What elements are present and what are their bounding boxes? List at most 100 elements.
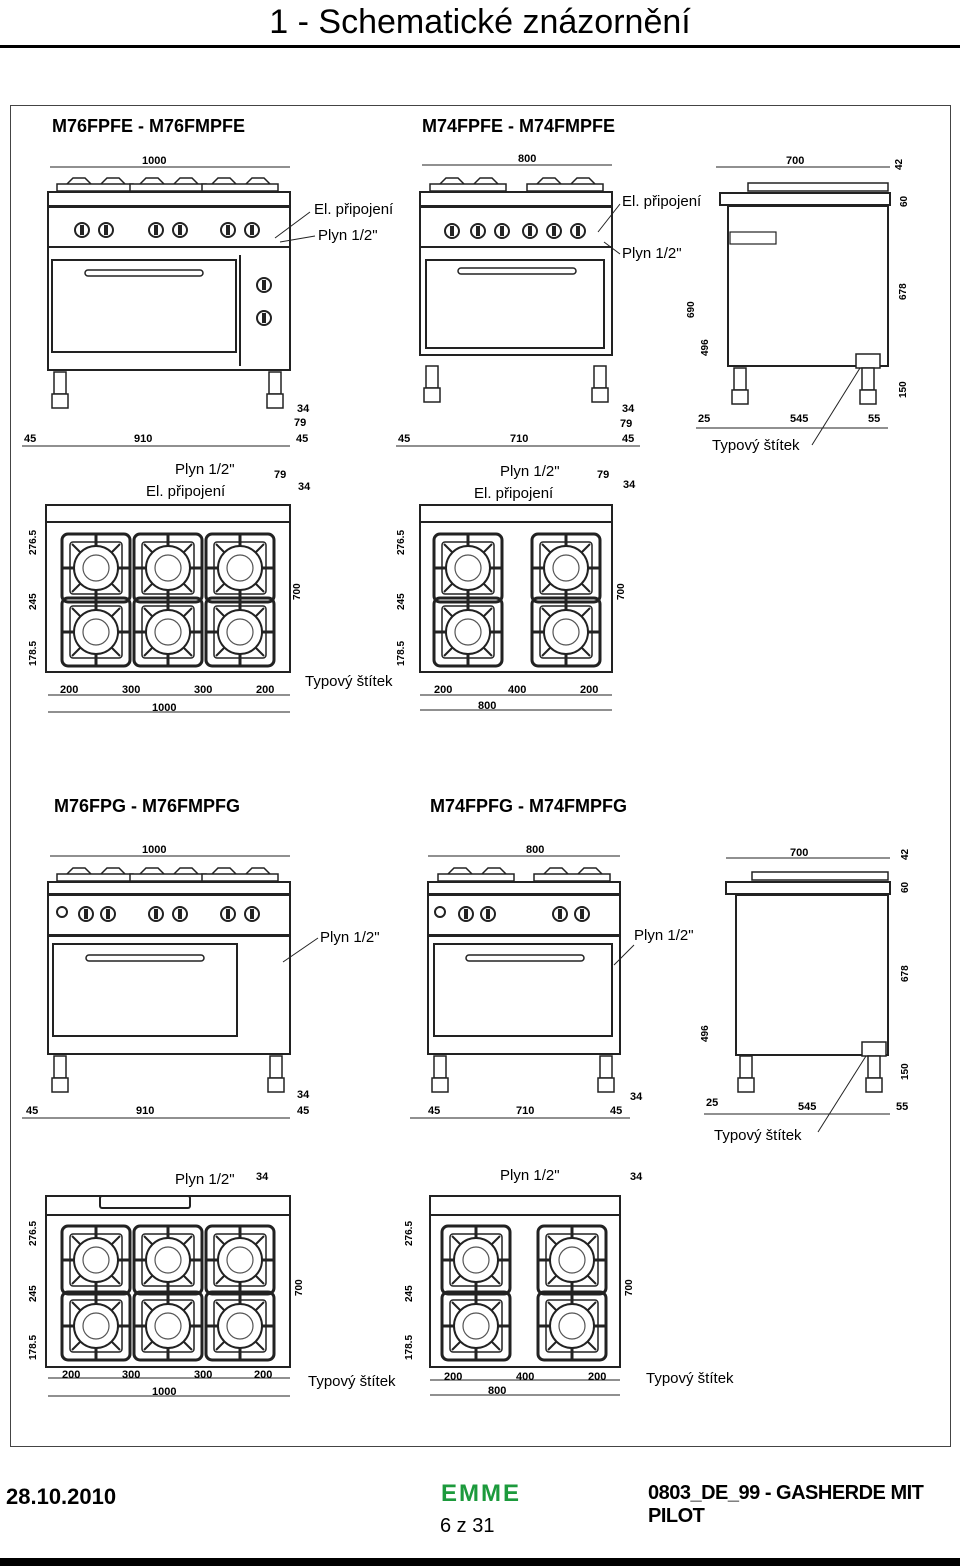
svg-text:34: 34: [298, 481, 311, 493]
svg-text:42: 42: [894, 158, 905, 170]
svg-text:710: 710: [510, 433, 528, 445]
svg-text:55: 55: [896, 1101, 908, 1113]
svg-text:45: 45: [297, 1105, 309, 1117]
svg-text:34: 34: [256, 1171, 269, 1183]
svg-text:200: 200: [444, 1371, 462, 1383]
side-view-g: 700 42 60 496 678 150 25 545 55 Typový š…: [700, 847, 911, 1144]
label-el-connection: El. připojení: [314, 201, 394, 218]
svg-text:200: 200: [434, 684, 452, 696]
svg-text:42: 42: [900, 848, 911, 860]
svg-text:200: 200: [256, 684, 274, 696]
svg-text:276.5: 276.5: [28, 530, 39, 555]
svg-text:276.5: 276.5: [404, 1221, 415, 1246]
top-view-m74e: Plyn 1/2" El. připojení 79 34 276.5 245 …: [396, 463, 636, 712]
svg-text:178.5: 178.5: [396, 641, 407, 666]
svg-text:Plyn 1/2": Plyn 1/2": [622, 245, 682, 262]
svg-text:178.5: 178.5: [28, 1335, 39, 1360]
svg-text:800: 800: [526, 844, 544, 856]
svg-text:200: 200: [62, 1369, 80, 1381]
front-view-m74g: 800 45 710 34 45 Plyn 1/2": [410, 844, 694, 1119]
svg-text:700: 700: [292, 583, 303, 600]
svg-text:1000: 1000: [142, 844, 166, 856]
svg-text:34: 34: [297, 1089, 310, 1101]
svg-text:910: 910: [136, 1105, 154, 1117]
svg-text:496: 496: [700, 1025, 711, 1042]
svg-text:300: 300: [194, 1369, 212, 1381]
svg-text:800: 800: [478, 700, 496, 712]
dim-1000: 1000: [142, 155, 166, 167]
svg-text:200: 200: [580, 684, 598, 696]
svg-text:45: 45: [622, 433, 634, 445]
svg-text:El. připojení: El. připojení: [146, 483, 226, 500]
svg-text:Plyn 1/2": Plyn 1/2": [500, 463, 560, 480]
svg-text:Typový štítek: Typový štítek: [308, 1373, 396, 1390]
svg-text:34: 34: [623, 479, 636, 491]
svg-text:Typový štítek: Typový štítek: [646, 1370, 734, 1387]
svg-text:800: 800: [488, 1385, 506, 1397]
svg-text:178.5: 178.5: [28, 641, 39, 666]
svg-text:Typový štítek: Typový štítek: [712, 437, 800, 454]
svg-text:700: 700: [790, 847, 808, 859]
svg-text:60: 60: [900, 881, 911, 893]
side-view-e: 700 42 60 690 496 678 150 25 545 55 Typo…: [686, 155, 910, 454]
svg-text:Typový štítek: Typový štítek: [714, 1127, 802, 1144]
svg-text:79: 79: [274, 469, 286, 481]
svg-text:150: 150: [898, 381, 909, 398]
front-view-m76e: 1000 45 910 34 79 45 El. připojení Plyn …: [22, 155, 394, 447]
label-gas: Plyn 1/2": [318, 227, 378, 244]
svg-text:34: 34: [630, 1171, 643, 1183]
svg-text:Plyn 1/2": Plyn 1/2": [175, 461, 235, 478]
top-view-m74g: Plyn 1/2" 34 276.5 245 178.5 700 200 400…: [404, 1167, 734, 1397]
svg-text:300: 300: [194, 684, 212, 696]
drawing-frame: [10, 105, 951, 1447]
svg-text:200: 200: [60, 684, 78, 696]
svg-text:60: 60: [899, 195, 910, 207]
model-title-m74e: M74FPFE - M74FMPFE: [422, 116, 615, 136]
svg-text:245: 245: [28, 1285, 39, 1302]
svg-text:400: 400: [516, 1371, 534, 1383]
svg-text:25: 25: [698, 413, 710, 425]
svg-text:700: 700: [294, 1279, 305, 1296]
top-view-m76g: Plyn 1/2" 34 276.5 245 178.5 700 200 300…: [28, 1171, 396, 1398]
svg-text:300: 300: [122, 1369, 140, 1381]
svg-text:1000: 1000: [152, 702, 176, 714]
front-view-m74e: 800 45 710 34 79 45 El. připojení Plyn 1…: [396, 153, 702, 447]
svg-text:700: 700: [624, 1279, 635, 1296]
emme-logo: EMME: [441, 1480, 521, 1504]
model-title-m76g: M76FPG - M76FMPFG: [54, 796, 240, 816]
svg-text:45: 45: [610, 1105, 622, 1117]
svg-text:276.5: 276.5: [396, 530, 407, 555]
svg-text:245: 245: [28, 593, 39, 610]
footer-divider: [0, 1558, 960, 1566]
title-divider: [0, 45, 960, 48]
svg-text:690: 690: [686, 301, 697, 318]
dim-45: 45: [24, 433, 36, 445]
svg-text:EMME: EMME: [441, 1480, 521, 1504]
dim-79: 79: [294, 417, 306, 429]
page-title: 1 - Schematické znázornění: [269, 3, 691, 41]
svg-text:545: 545: [798, 1101, 816, 1113]
svg-text:710: 710: [516, 1105, 534, 1117]
svg-text:150: 150: [900, 1063, 911, 1080]
model-title-m76e: M76FPFE - M76FMPFE: [52, 116, 245, 136]
svg-text:45: 45: [428, 1105, 440, 1117]
svg-text:300: 300: [122, 684, 140, 696]
svg-text:496: 496: [700, 339, 711, 356]
svg-text:545: 545: [790, 413, 808, 425]
svg-text:34: 34: [622, 403, 635, 415]
svg-text:25: 25: [706, 1097, 718, 1109]
svg-text:Plyn 1/2": Plyn 1/2": [320, 929, 380, 946]
model-title-m74g: M74FPFG - M74FMPFG: [430, 796, 627, 816]
svg-text:178.5: 178.5: [404, 1335, 415, 1360]
front-view-m76g: 1000 45 910 34 45 Plyn 1/2": [22, 844, 380, 1119]
svg-text:700: 700: [616, 583, 627, 600]
svg-text:34: 34: [630, 1091, 643, 1103]
svg-text:Typový štítek: Typový štítek: [305, 673, 393, 690]
svg-text:678: 678: [900, 965, 911, 982]
svg-text:79: 79: [620, 418, 632, 430]
svg-text:Plyn 1/2": Plyn 1/2": [175, 1171, 235, 1188]
svg-text:200: 200: [254, 1369, 272, 1381]
svg-text:1000: 1000: [152, 1386, 176, 1398]
svg-text:55: 55: [868, 413, 880, 425]
